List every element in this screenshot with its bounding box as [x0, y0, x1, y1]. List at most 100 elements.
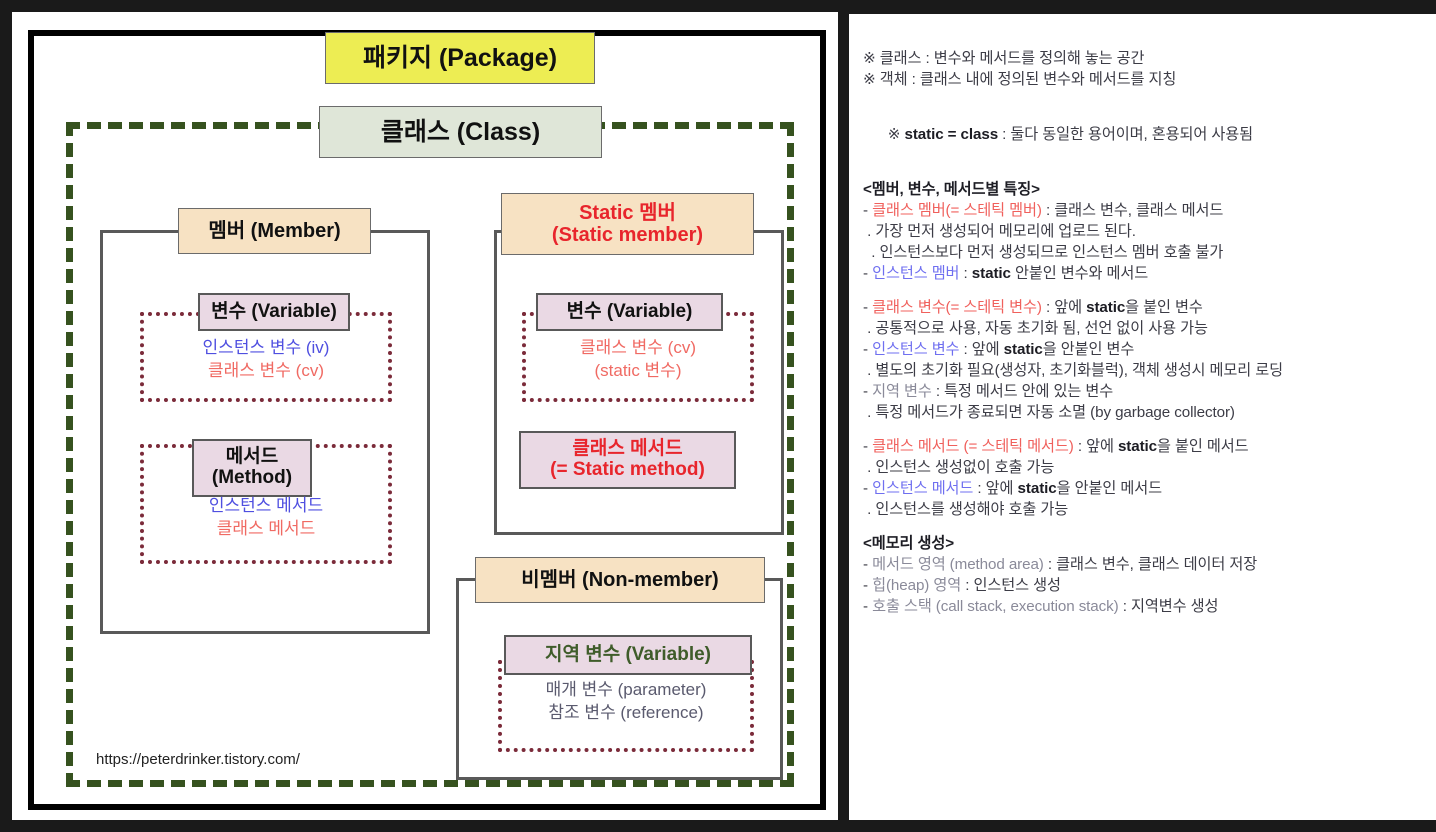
line-key: 메서드 영역 (method area) [872, 556, 1044, 573]
line-key: 인스턴스 변수 [872, 341, 960, 358]
line-text: : 지역변수 생성 [1118, 598, 1219, 615]
line-keyword: static [1117, 438, 1158, 455]
member-label-chip: 멤버 (Member) [178, 208, 371, 254]
nonmember-group-box [456, 578, 783, 780]
section4-line-1: - 힙(heap) 영역 : 인스턴스 생성 [863, 575, 1426, 596]
line-text: 인스턴스를 생성해야 호출 가능 [875, 501, 1069, 518]
line-key: 클래스 멤버(= 스테틱 멤버) [872, 202, 1042, 219]
diagram-sheet: 패키지 (Package) 클래스 (Class) 멤버 (Member) 변수… [12, 12, 838, 820]
section2-line-5: . 특정 메서드가 종료되면 자동 소멸 (by garbage collect… [863, 402, 1426, 423]
parameter-note: 매개 변수 (parameter) [545, 680, 707, 699]
section3-lines: - 클래스 메서드 (= 스테틱 메서드) : 앞에 static을 붙인 메서… [863, 436, 1426, 520]
spacer-4 [863, 423, 1426, 436]
class-variable-note: 클래스 변수 (cv) [208, 360, 324, 380]
line-marker: . [863, 244, 880, 261]
line-key: 인스턴스 멤버 [872, 265, 960, 282]
instance-variable-note: 인스턴스 변수 (iv) [202, 338, 330, 357]
note-intro-1: ※ 객체 : 클래스 내에 정의된 변수와 메서드를 지칭 [863, 71, 1177, 88]
section2-line-0: - 클래스 변수(= 스테틱 변수) : 앞에 static을 붙인 변수 [863, 297, 1426, 318]
static-variable-note: (static 변수) [594, 360, 682, 380]
line-marker: - [863, 438, 873, 455]
static-member-label-chip: Static 멤버 (Static member) [501, 193, 754, 255]
section1-line-3: - 인스턴스 멤버 : static 안붙인 변수와 메서드 [863, 263, 1426, 284]
member-group-box [100, 230, 430, 634]
static-variable-notes: 클래스 변수 (cv) (static 변수) [522, 337, 754, 383]
line-text: : 앞에 [1073, 438, 1118, 455]
section1-line-1: . 가장 먼저 생성되어 메모리에 업로드 된다. [863, 221, 1426, 242]
static-member-line2: (Static member) [551, 224, 704, 246]
section4-line-2: - 호출 스택 (call stack, execution stack) : … [863, 596, 1426, 617]
static-variable-chip: 변수 (Variable) [536, 293, 723, 331]
line-text: : [959, 265, 972, 282]
member-method-chip-line1: 메서드 [225, 446, 279, 468]
line-marker: - [863, 577, 873, 594]
line-marker: . [863, 501, 876, 518]
line-marker: . [863, 223, 876, 240]
class-method-chip-line1: 클래스 메서드 [572, 438, 683, 460]
line-text: : 앞에 [1041, 299, 1087, 316]
line-text-tail: 을 안붙인 변수 [1042, 341, 1135, 358]
reference-note: 참조 변수 (reference) [548, 702, 704, 722]
line-key: 클래스 변수(= 스테틱 변수) [872, 299, 1042, 316]
class-method-chip: 클래스 메서드 (= Static method) [519, 431, 736, 489]
section4-title: <메모리 생성> [863, 535, 955, 552]
line-marker: - [863, 598, 873, 615]
line-text-tail: 안붙인 변수와 메서드 [1010, 265, 1149, 282]
line-marker: - [863, 202, 873, 219]
line-text-tail: 을 안붙인 메서드 [1056, 480, 1162, 497]
line-text: : 특정 메서드 안에 있는 변수 [931, 383, 1114, 400]
instance-method-note: 인스턴스 메서드 [208, 496, 324, 515]
line-text: 가장 먼저 생성되어 메모리에 업로드 된다. [875, 223, 1136, 240]
note-static-equals-class: ※ static = class : 둘다 동일한 용어이며, 혼용되어 사용됨 [887, 126, 1253, 143]
line-marker: . [863, 320, 876, 337]
package-label-chip: 패키지 (Package) [325, 32, 595, 84]
line-text: : 앞에 [973, 480, 1018, 497]
line-keyword: static [1003, 341, 1043, 358]
section2-line-4: - 지역 변수 : 특정 메서드 안에 있는 변수 [863, 381, 1426, 402]
line-key: 인스턴스 메서드 [872, 480, 974, 497]
line-text: : 클래스 변수, 클래스 데이터 저장 [1043, 556, 1258, 573]
class-label-chip: 클래스 (Class) [319, 106, 602, 158]
spacer-3 [863, 284, 1426, 297]
section1-title: <멤버, 변수, 메서드별 특징> [863, 181, 1040, 198]
line-text-tail: 을 붙인 변수 [1125, 299, 1203, 316]
line-marker: - [863, 341, 873, 358]
line-marker: - [863, 265, 873, 282]
static-member-line1: Static 멤버 [579, 201, 676, 224]
line-text-tail: 을 붙인 메서드 [1157, 438, 1249, 455]
section1-line-0: - 클래스 멤버(= 스테틱 멤버) : 클래스 변수, 클래스 메서드 [863, 200, 1426, 221]
line-marker: - [863, 480, 873, 497]
spacer-1 [863, 90, 1426, 103]
line-key: 호출 스택 (call stack, execution stack) [872, 598, 1119, 615]
line-text: 인스턴스 생성없이 호출 가능 [875, 459, 1055, 476]
section1-lines: - 클래스 멤버(= 스테틱 멤버) : 클래스 변수, 클래스 메서드 . 가… [863, 200, 1426, 284]
line-marker: . [863, 459, 876, 476]
line-key: 클래스 메서드 (= 스테틱 메서드) [872, 438, 1074, 455]
local-variable-chip: 지역 변수 (Variable) [504, 635, 752, 675]
class-variable-cv-note: 클래스 변수 (cv) [580, 338, 696, 357]
section2-line-1: . 공통적으로 사용, 자동 초기화 됨, 선언 없이 사용 가능 [863, 318, 1426, 339]
source-url-text[interactable]: https://peterdrinker.tistory.com/ [96, 751, 300, 768]
section2-lines: - 클래스 변수(= 스테틱 변수) : 앞에 static을 붙인 변수 . … [863, 297, 1426, 423]
note-intro-0: ※ 클래스 : 변수와 메서드를 정의해 놓는 공간 [863, 50, 1145, 67]
class-method-note: 클래스 메서드 [216, 518, 316, 538]
member-variable-chip: 변수 (Variable) [198, 293, 350, 331]
member-method-notes: 인스턴스 메서드 클래스 메서드 [140, 495, 392, 541]
line-text: 공통적으로 사용, 자동 초기화 됨, 선언 없이 사용 가능 [875, 320, 1208, 337]
section1-line-2: . 인스턴스보다 먼저 생성되므로 인스턴스 멤버 호출 불가 [863, 242, 1426, 263]
spacer-5 [863, 520, 1426, 533]
section3-line-1: . 인스턴스 생성없이 호출 가능 [863, 457, 1426, 478]
line-text: 특정 메서드가 종료되면 자동 소멸 (by garbage collector… [875, 404, 1235, 421]
line-marker: . [863, 404, 876, 421]
line-text: 별도의 초기화 필요(생성자, 초기화블럭), 객체 생성시 메모리 로딩 [875, 362, 1284, 379]
line-text: : 인스턴스 생성 [961, 577, 1061, 594]
spacer-2 [863, 166, 1426, 179]
line-keyword: static [1017, 480, 1057, 497]
section4-lines: - 메서드 영역 (method area) : 클래스 변수, 클래스 데이터… [863, 554, 1426, 617]
line-keyword: static [971, 265, 1011, 282]
line-marker: . [863, 362, 876, 379]
section2-line-2: - 인스턴스 변수 : 앞에 static을 안붙인 변수 [863, 339, 1426, 360]
nonmember-label-chip: 비멤버 (Non-member) [475, 557, 765, 603]
line-marker: - [863, 299, 873, 316]
